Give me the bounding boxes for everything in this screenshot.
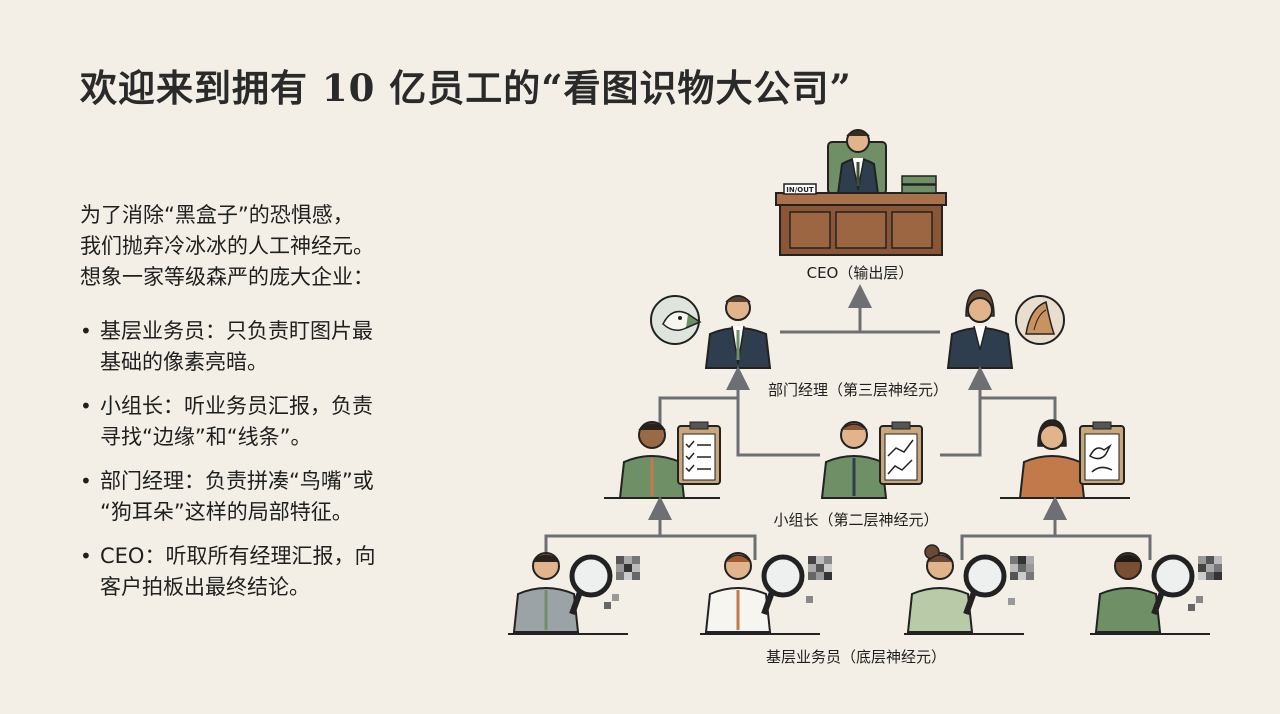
- intro-line: 我们抛弃冷冰冰的人工神经元。: [80, 234, 374, 258]
- bullet-text: 客户拍板出最终结论。: [100, 575, 310, 599]
- workers-level-label: 基层业务员（底层神经元）: [766, 648, 946, 666]
- bullet-text: “狗耳朵”这样的局部特征。: [100, 500, 353, 524]
- checklist-clipboard-icon: [677, 421, 721, 485]
- line-chart-clipboard-icon: [879, 421, 923, 485]
- magnifying-glass-icon: [963, 554, 1007, 616]
- bullet-text: CEO：听取所有经理汇报，向: [100, 544, 376, 568]
- inbox-label: IN/OUT: [786, 186, 814, 194]
- bullet-text: 寻找“边缘”和“线条”。: [100, 425, 312, 449]
- slide-title: 欢迎来到拥有 10 亿员工的“看图识物大公司”: [80, 66, 852, 110]
- leaders-level-label: 小组长（第二层神经元）: [773, 511, 938, 529]
- bullet-text: 基础的像素亮暗。: [100, 350, 268, 374]
- org-hierarchy-diagram: IN/OUT CEO（输出层） 部门经理（第三层神经元）: [508, 129, 1222, 666]
- managers-to-ceo-arrows: [780, 284, 940, 334]
- bullet-leaders: 小组长：听业务员汇报，负责 寻找“边缘”和“线条”。: [80, 391, 500, 453]
- bullet-text: 小组长：听业务员汇报，负责: [100, 394, 373, 418]
- magnifying-glass-icon: [569, 554, 613, 616]
- leaders-to-managers-arrows: [658, 366, 1057, 457]
- manager-right-figure: [946, 289, 1014, 369]
- ceo-level-label: CEO（输出层）: [807, 264, 914, 282]
- magnifying-glass-icon: [761, 554, 805, 616]
- intro-line: 为了消除“黑盒子”的恐惧感，: [80, 203, 354, 227]
- bird-beak-icon: [650, 295, 702, 345]
- managers-level-label: 部门经理（第三层神经元）: [768, 381, 948, 399]
- role-bullet-list: 基层业务员：只负责盯图片最 基础的像素亮暗。 小组长：听业务员汇报，负责 寻找“…: [80, 316, 500, 616]
- intro-line: 想象一家等级森严的庞大企业：: [80, 265, 374, 289]
- bullet-ceo: CEO：听取所有经理汇报，向 客户拍板出最终结论。: [80, 541, 500, 603]
- magnifying-glass-icon: [1151, 554, 1195, 616]
- pixel-grid-icon: [1188, 556, 1222, 611]
- animal-sketch-clipboard-icon: [1079, 421, 1125, 485]
- leader-middle-figure: [820, 421, 888, 499]
- bullet-text: 基层业务员：只负责盯图片最: [100, 319, 373, 343]
- worker-4-figure: [1090, 552, 1210, 635]
- manager-left-figure: [704, 295, 772, 369]
- intro-paragraph: 为了消除“黑盒子”的恐惧感， 我们抛弃冷冰冰的人工神经元。 想象一家等级森严的庞…: [80, 200, 510, 293]
- leader-right-figure: [1000, 419, 1130, 499]
- ceo-desk: IN/OUT: [775, 175, 947, 256]
- pixel-grid-icon: [604, 556, 640, 609]
- worker-3-figure: [904, 544, 1024, 635]
- bullet-text: 部门经理：负责拼凑“鸟嘴”或: [100, 469, 374, 493]
- ceo-figure: [827, 129, 887, 195]
- bullet-managers: 部门经理：负责拼凑“鸟嘴”或 “狗耳朵”这样的局部特征。: [80, 466, 500, 528]
- pixel-grid-icon: [806, 556, 832, 603]
- workers-to-leaders-arrows: [544, 496, 1152, 560]
- bullet-workers: 基层业务员：只负责盯图片最 基础的像素亮暗。: [80, 316, 500, 378]
- pixel-grid-icon: [1008, 556, 1034, 605]
- worker-1-figure: [508, 552, 628, 635]
- dog-ear-icon: [1015, 295, 1065, 345]
- worker-2-figure: [700, 552, 820, 635]
- leader-left-figure: [604, 421, 720, 499]
